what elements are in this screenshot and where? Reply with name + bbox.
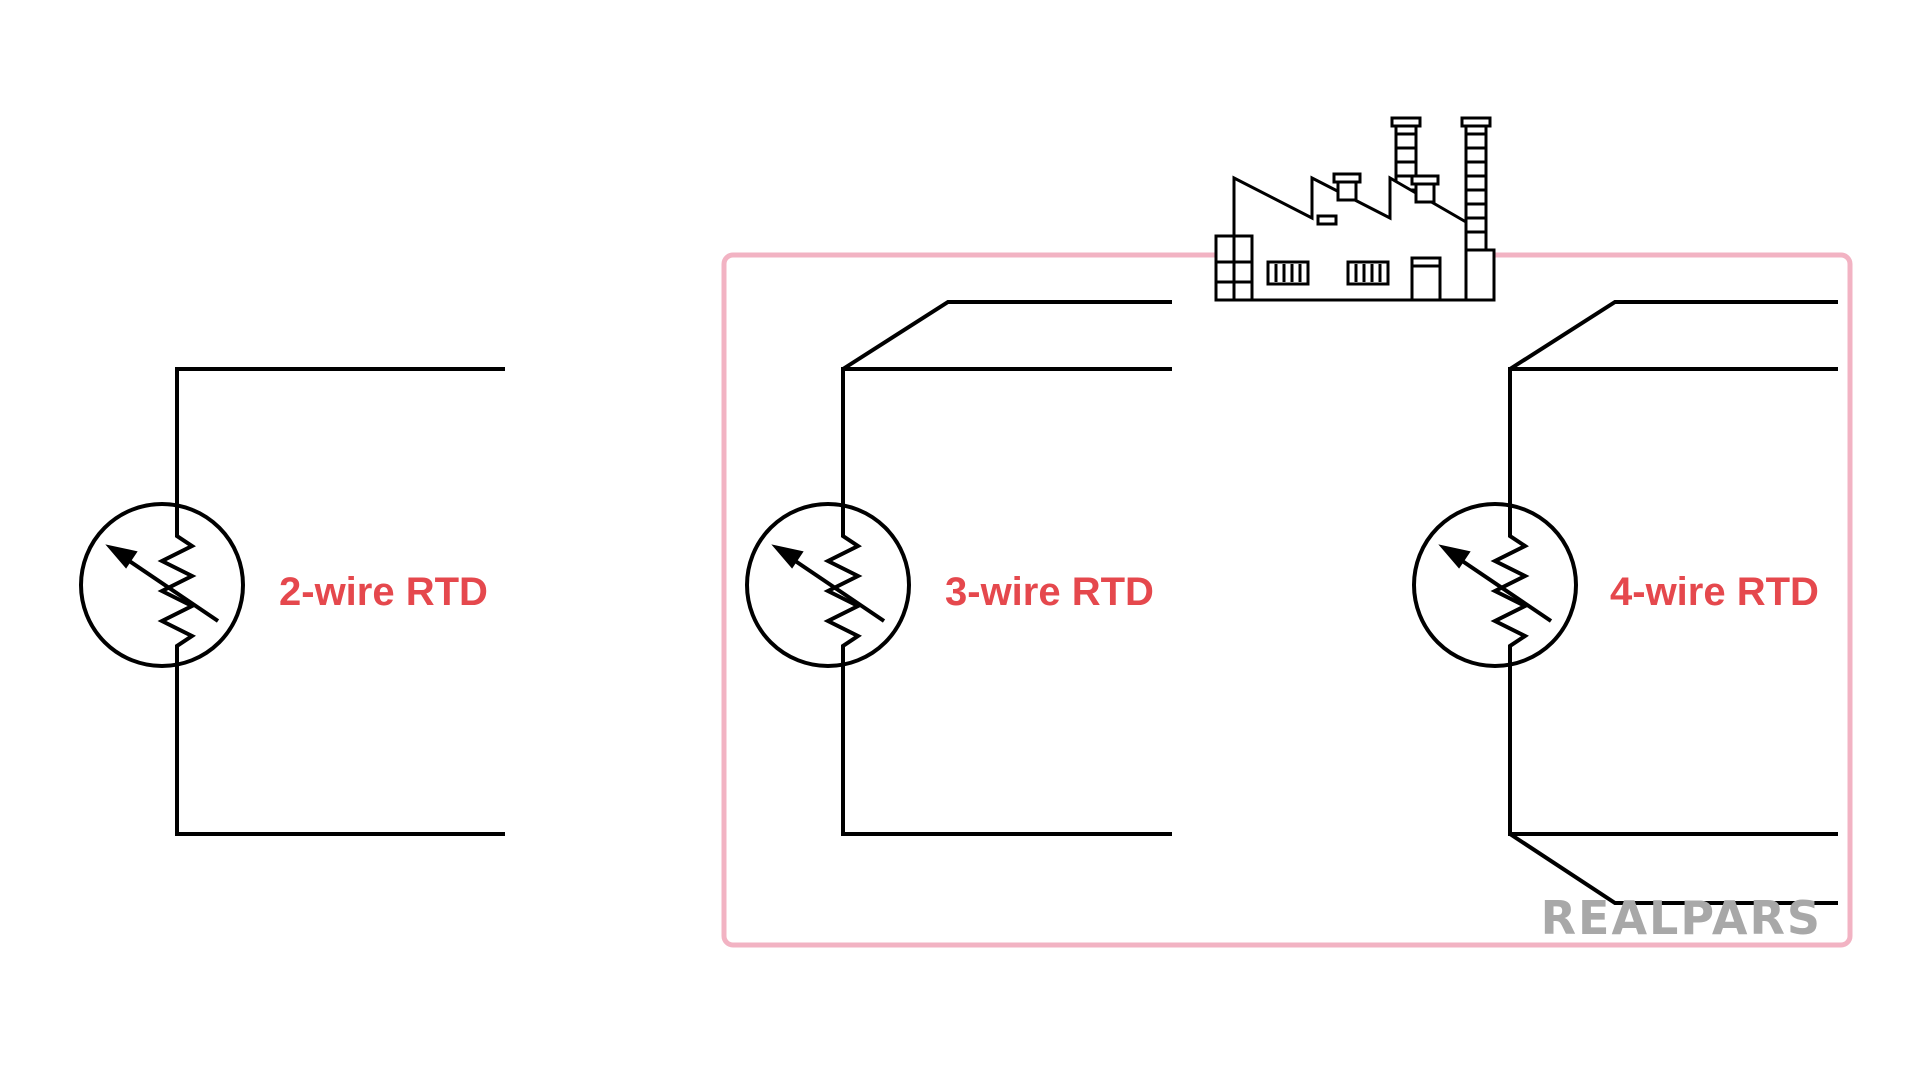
- wire-1: [1508, 300, 1838, 371]
- label-4-wire-rtd: 4-wire RTD: [1610, 570, 1819, 614]
- wire-2: [1508, 367, 1838, 507]
- thermistor-variable-resistor-icon: [1412, 502, 1578, 668]
- rtd-2-wire: [79, 367, 505, 836]
- wire-bottom: [175, 665, 505, 836]
- wire-1: [841, 300, 1172, 371]
- chimney-right: [1460, 116, 1492, 262]
- label-2-wire-rtd: 2-wire RTD: [279, 570, 488, 614]
- wire-3: [841, 665, 1172, 836]
- label-3-wire-rtd: 3-wire RTD: [945, 570, 1154, 614]
- rtd-4-wire: [1412, 300, 1838, 905]
- wire-4: [1508, 832, 1838, 905]
- thermistor-variable-resistor-icon: [745, 502, 911, 668]
- wire-top: [175, 367, 505, 507]
- rtd-3-wire: [745, 300, 1172, 836]
- wire-2: [841, 367, 1172, 507]
- factory-icon: [1214, 116, 1496, 302]
- wire-3: [1508, 665, 1838, 836]
- thermistor-variable-resistor-icon: [79, 502, 245, 668]
- brand-logo: REALPARS: [1541, 891, 1822, 945]
